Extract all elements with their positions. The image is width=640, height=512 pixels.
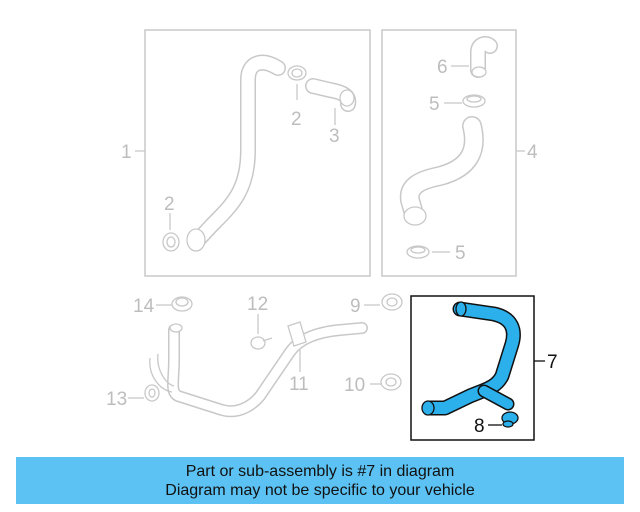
hose-part-4 — [399, 116, 484, 226]
group-box-7 — [410, 295, 535, 441]
connector-part-6 — [470, 36, 498, 78]
pipe-part-11 — [149, 321, 368, 418]
callout-8[interactable]: 8 — [474, 416, 485, 437]
callout-5-upper[interactable]: 5 — [429, 94, 440, 115]
callout-5-lower[interactable]: 5 — [455, 243, 466, 264]
callout-12[interactable]: 12 — [247, 294, 268, 315]
clamp-part-14 — [171, 296, 193, 312]
bolt-part-12 — [250, 336, 273, 350]
clamp-part-9 — [381, 293, 403, 311]
clamp-part-2-lower — [162, 232, 180, 252]
callout-4[interactable]: 4 — [527, 142, 538, 163]
callout-13[interactable]: 13 — [106, 389, 127, 410]
callout-1[interactable]: 1 — [121, 142, 132, 163]
clamp-part-5-upper — [462, 94, 486, 108]
callout-10[interactable]: 10 — [344, 375, 365, 396]
group-box-4 — [381, 29, 517, 277]
nut-part-13 — [144, 384, 160, 402]
group-box-1 — [144, 29, 371, 277]
callout-11[interactable]: 11 — [289, 374, 309, 395]
callout-7[interactable]: 7 — [547, 352, 558, 373]
banner-line-disclaimer: Diagram may not be specific to your vehi… — [165, 481, 475, 499]
clamp-part-5-lower — [406, 245, 430, 259]
callout-3[interactable]: 3 — [329, 126, 340, 147]
clamp-part-10 — [380, 373, 402, 391]
hose-part-1 — [186, 54, 286, 252]
clip-part-8 — [501, 411, 519, 428]
callout-2-upper[interactable]: 2 — [291, 109, 302, 130]
connector-part-3 — [305, 78, 357, 112]
callout-14[interactable]: 14 — [133, 296, 155, 317]
hose-part-7-highlighted — [421, 301, 521, 416]
callout-9[interactable]: 9 — [350, 296, 361, 317]
info-banner: Part or sub-assembly is #7 in diagram Di… — [16, 457, 624, 504]
callout-2-lower[interactable]: 2 — [164, 194, 175, 215]
banner-line-part-info: Part or sub-assembly is #7 in diagram — [185, 462, 455, 480]
clamp-part-2-upper — [287, 65, 307, 81]
callout-6[interactable]: 6 — [437, 57, 448, 78]
